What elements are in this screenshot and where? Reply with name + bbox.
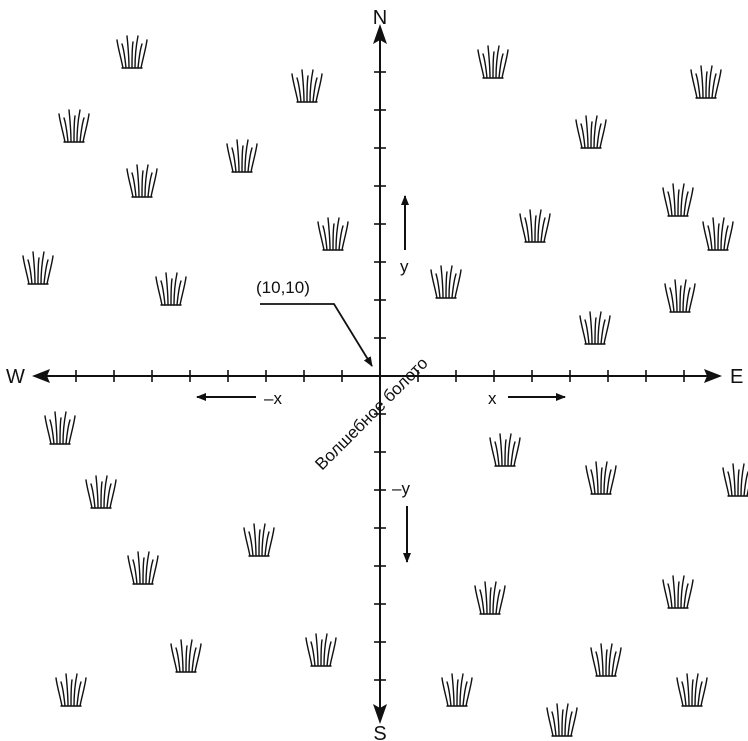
grass-tuft-icon <box>489 433 521 467</box>
grass-tuft-icon <box>305 633 337 667</box>
grass-tuft-icon <box>575 115 607 149</box>
east-arrowhead <box>704 369 722 383</box>
point-label: (10,10) <box>256 278 310 297</box>
grass-tuft-icon <box>22 251 54 285</box>
grass-tuft-icon <box>722 463 748 497</box>
grass-tuft-icon <box>317 217 349 251</box>
neg-y-direction-label: –y <box>392 479 410 498</box>
grass-tuft-icon <box>441 673 473 707</box>
grass-tuft-icon <box>519 209 551 243</box>
south-label: S <box>373 723 386 741</box>
neg-x-direction-label: –x <box>264 389 282 408</box>
south-arrowhead <box>373 704 387 724</box>
grass-tuft-icon <box>690 65 722 99</box>
north-arrowhead <box>373 24 387 44</box>
grass-tuft-icon <box>291 69 323 103</box>
grass-tuft-icon <box>664 279 696 313</box>
y-direction-label: y <box>400 257 409 276</box>
grass-tuft-icon <box>590 643 622 677</box>
grass-tuft-icon <box>676 673 708 707</box>
grass-tuft-icon <box>662 575 694 609</box>
east-label: E <box>730 366 743 388</box>
grass-tuft-icon <box>127 551 159 585</box>
grass-tuft-icon <box>477 45 509 79</box>
grass-tuft-icon <box>430 265 462 299</box>
grass-tuft-icon <box>44 411 76 445</box>
grass-tuft-icon <box>55 673 87 707</box>
grass-tuft-icon <box>579 311 611 345</box>
point-pointer <box>260 303 373 367</box>
north-label: N <box>373 7 387 29</box>
grass-tuft-icon <box>243 523 275 557</box>
axis-ticks <box>75 71 685 681</box>
grass-tuft-icon <box>85 475 117 509</box>
west-arrowhead <box>32 369 50 383</box>
grass-tuft-icon <box>58 109 90 143</box>
grass-tuft-icon <box>702 217 734 251</box>
grass-tuft-icon <box>585 461 617 495</box>
grass-tuft-icon <box>170 639 202 673</box>
grass-tuft-icon <box>155 272 187 306</box>
grass-tuft-icon <box>116 35 148 69</box>
grass-tuft-icon <box>126 164 158 198</box>
grass-tuft-icon <box>474 581 506 615</box>
swamp-label: Волшебное болото <box>311 354 431 474</box>
grass-tuft-icon <box>226 139 258 173</box>
x-direction-label: x <box>488 389 497 408</box>
grass-tuft-icon <box>662 183 694 217</box>
grass-tuft-icon <box>546 703 578 737</box>
west-label: W <box>6 366 25 388</box>
